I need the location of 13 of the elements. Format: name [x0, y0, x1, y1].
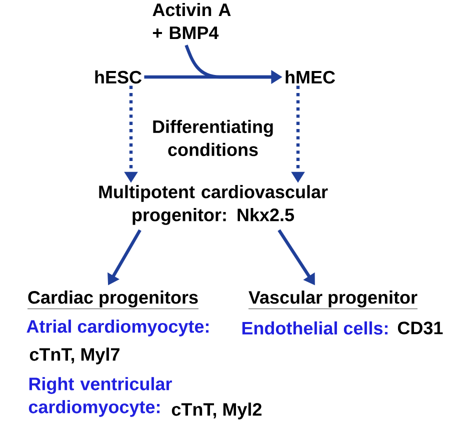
- note-text: Differentiating conditions: [153, 120, 273, 156]
- marker-label: cTnT, Myl2: [172, 402, 262, 420]
- cell-type-label: Right ventricular cardiomyocyte:: [28, 377, 172, 417]
- cell-type-label: Endothelial cells:: [242, 321, 388, 335]
- cell-type-label: Vascular progenitor: [248, 290, 418, 310]
- cell-type-label: Multipotent cardiovascular progenitor: Nkx2.5: [99, 185, 328, 225]
- cell-type-label: hMEC: [286, 70, 336, 84]
- cell-type-label: Activin A + BMP4: [152, 2, 231, 40]
- cell-type-label: hESC: [95, 70, 142, 84]
- cell-type-label: Atrial cardiomyocyte:: [26, 320, 208, 336]
- cell-type-label: Cardiac progenitors: [27, 290, 199, 310]
- marker-label: cTnT, Myl7: [30, 348, 120, 364]
- marker-label: CD31: [398, 322, 443, 334]
